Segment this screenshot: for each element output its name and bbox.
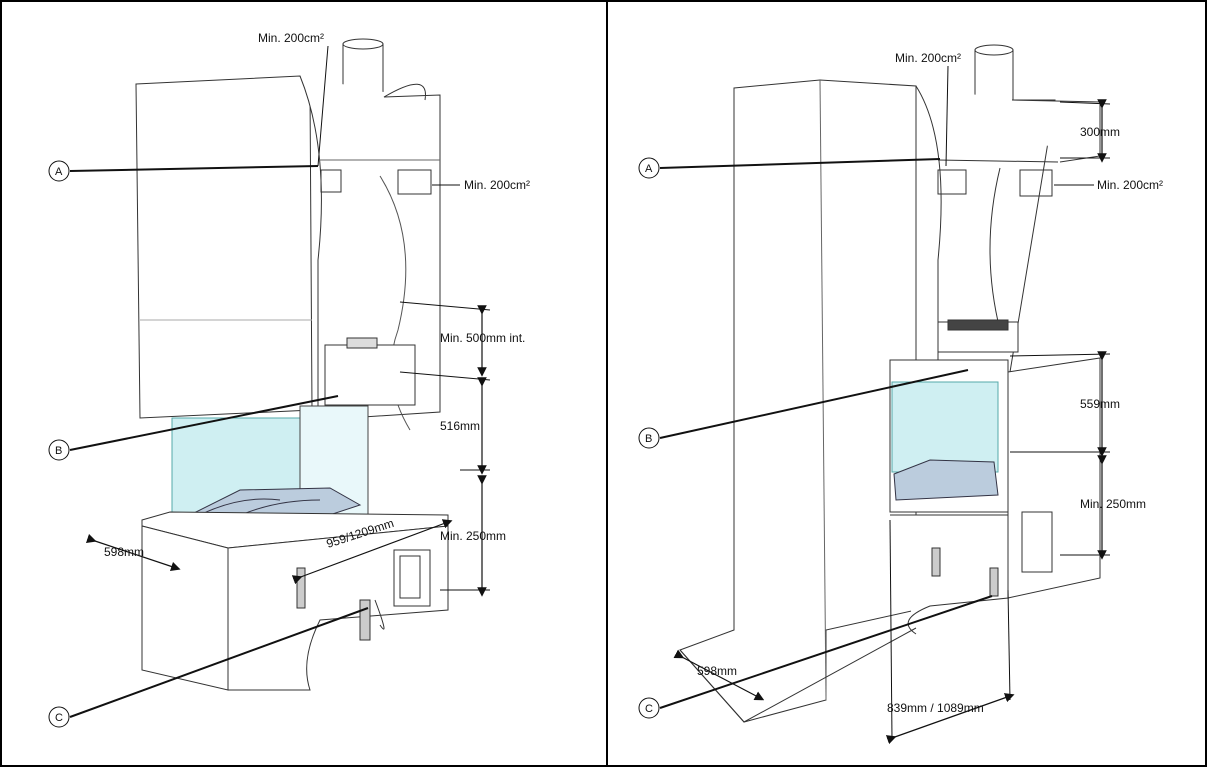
right-panel	[679, 44, 1101, 723]
right-300-label: 300mm	[1080, 125, 1120, 139]
svg-text:A: A	[645, 163, 653, 175]
right-250-label: Min. 250mm	[1080, 497, 1146, 511]
right-598-label: 598mm	[697, 664, 737, 678]
left-callout-a: A	[48, 160, 70, 182]
svg-text:C: C	[645, 703, 653, 715]
right-vent-a	[937, 169, 967, 195]
left-hood-box	[135, 75, 313, 419]
left-dimensions	[85, 45, 491, 597]
right-glass	[891, 381, 999, 473]
right-vent-top-label: Min. 200cm²	[895, 51, 961, 65]
left-firebox-frame	[324, 344, 416, 406]
right-vent-b	[1019, 169, 1053, 197]
left-vent-top-label: Min. 200cm²	[258, 31, 324, 45]
left-vent-a	[320, 169, 342, 193]
left-516-label: 516mm	[440, 419, 480, 433]
left-vent-right-label: Min. 200cm²	[464, 178, 530, 192]
right-callout-b: B	[638, 427, 660, 449]
right-control-valve	[1021, 511, 1053, 573]
svg-text:B: B	[645, 433, 652, 445]
right-callout-c: C	[638, 697, 660, 719]
right-callout-a: A	[638, 157, 660, 179]
left-250-label: Min. 250mm	[440, 529, 506, 543]
right-chimney-column	[679, 79, 917, 723]
left-callout-c: C	[48, 706, 70, 728]
left-chamber-label: Min. 500mm int.	[440, 331, 525, 345]
left-callout-lines	[69, 165, 369, 718]
left-vent-b	[397, 169, 432, 195]
svg-text:C: C	[55, 712, 63, 724]
svg-text:B: B	[55, 445, 62, 457]
right-vent-right-label: Min. 200cm²	[1097, 178, 1163, 192]
left-wall-cutaway	[299, 75, 441, 421]
right-callout-lines	[659, 158, 993, 709]
right-559-label: 559mm	[1080, 397, 1120, 411]
right-width-label: 839mm / 1089mm	[887, 701, 984, 715]
left-panel	[135, 38, 449, 691]
left-598-label: 598mm	[104, 545, 144, 559]
right-burner-logs	[893, 459, 999, 501]
svg-text:A: A	[55, 166, 63, 178]
left-callout-b: B	[48, 439, 70, 461]
